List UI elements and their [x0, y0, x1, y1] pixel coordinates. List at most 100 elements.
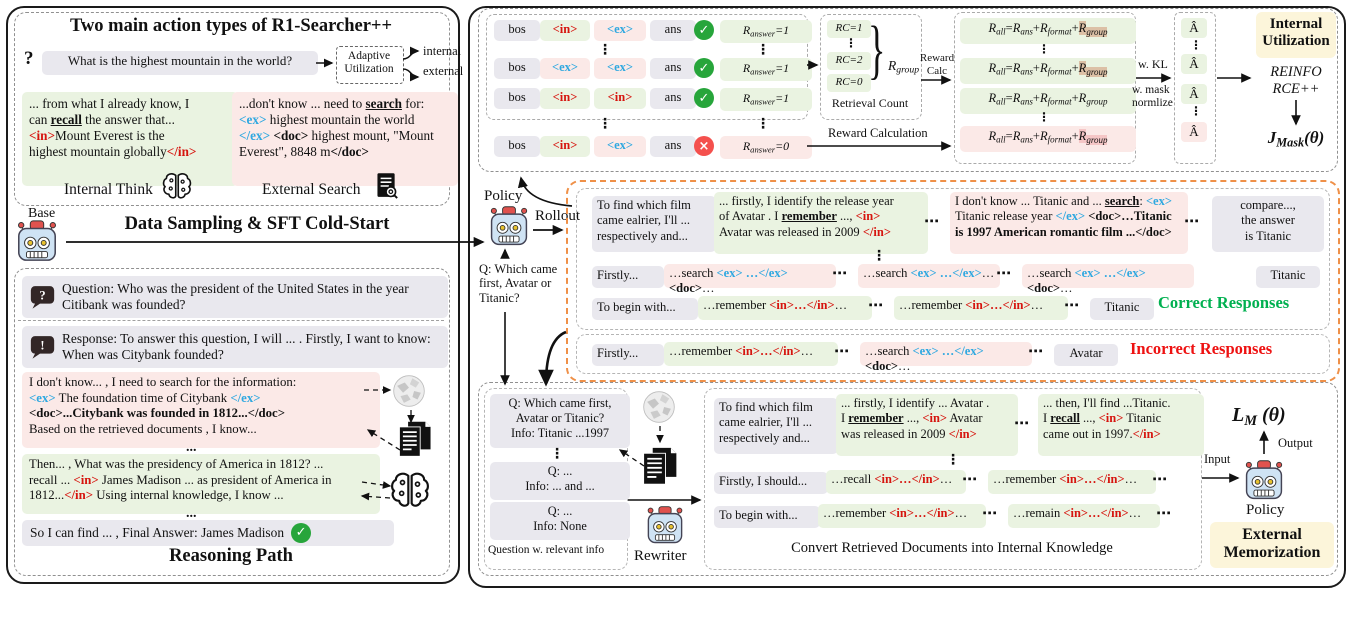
rc-chip: RC=0	[827, 74, 871, 92]
response-chip: …search <ex> …</ex>…	[858, 264, 1000, 288]
svg-text:?: ?	[39, 289, 45, 303]
vdots: ⋮	[1190, 38, 1202, 52]
check-icon: ✓	[291, 523, 312, 543]
hdots: ⋯	[982, 504, 997, 522]
document-search-icon	[374, 172, 400, 200]
kl-label: w. KL	[1138, 57, 1168, 71]
external-search-label: External Search	[262, 181, 361, 198]
reward-equation: Rall=Rans+Rformat+Rgroup	[960, 58, 1136, 84]
hdots: ⋯	[1028, 342, 1043, 360]
vdots: ⋮	[946, 452, 960, 468]
reward-equation: Rall=Rans+Rformat+Rgroup	[960, 126, 1136, 152]
reward-answer-chip: Ranswer=1	[720, 58, 812, 81]
route-internal-label: internal	[423, 44, 462, 58]
final-answer-text: So I can find ... , Final Answer: James …	[30, 524, 285, 540]
reasoning-dots-1: ...	[186, 440, 197, 455]
hdots: ⋯	[1184, 212, 1199, 230]
vdots: ⋮	[598, 42, 612, 58]
reward-equation: Rall=Rans+Rformat+Rgroup	[960, 88, 1136, 114]
check-icon: ✓	[694, 20, 714, 40]
response-chip: …search <ex> …</ex><doc>…	[860, 342, 1032, 373]
reward-calculation-label: Reward Calculation	[828, 126, 928, 140]
token-ex: <ex>	[594, 20, 646, 41]
action-question-chip: What is the highest mountain in the worl…	[42, 51, 318, 75]
response-chip: compare..., the answer is Titanic	[1212, 196, 1324, 252]
check-icon: ✓	[694, 58, 714, 78]
documents-icon	[640, 446, 680, 486]
reasoning-divider	[18, 320, 444, 321]
reasoning-recall-box: Then... , What was the presidency of Ame…	[22, 454, 380, 514]
memorization-loss-label: LM (θ)	[1232, 404, 1286, 430]
rollout-label: Rollout	[535, 208, 581, 224]
reward-equation: Rall=Rans+Rformat+Rgroup	[960, 18, 1136, 44]
advantage-chip: Â	[1181, 18, 1207, 38]
policy-label: Policy	[484, 188, 523, 204]
reasoning-dots-2: ...	[186, 506, 197, 521]
incorrect-responses-box	[576, 334, 1330, 374]
check-icon: ✓	[694, 88, 714, 108]
question-info-chip: Q: ... Info: None	[490, 502, 630, 540]
response-chip: Titanic	[1090, 298, 1154, 320]
r-group-label: Rgroup	[888, 58, 920, 76]
response-chip: …search <ex> …</ex><doc>…	[664, 264, 836, 295]
question-stack-caption: Question w. relevant info	[488, 544, 605, 556]
adaptive-utilization-box	[336, 46, 404, 84]
hdots: ⋯	[996, 264, 1011, 282]
token-ans: ans	[650, 58, 696, 79]
token-ans: ans	[650, 136, 696, 157]
convert-chip: ... firstly, I identify ... Avatar . I r…	[836, 394, 1018, 456]
hdots: ⋯	[834, 342, 849, 360]
external-memorization-label: External Memorization	[1223, 526, 1321, 562]
token-ans: ans	[650, 20, 696, 41]
response-chip: I don't know ... Titanic and ... search:…	[950, 192, 1188, 254]
memorization-region-box	[478, 382, 1338, 576]
vdots: ⋮	[550, 446, 564, 462]
internal-think-box: ... from what I already know, I can reca…	[22, 92, 238, 186]
reasoning-question-chip: ? Question: Who was the president of the…	[22, 276, 448, 318]
wikipedia-globe-icon	[642, 390, 676, 424]
rc-chip: RC=2	[827, 52, 871, 70]
question-mark-glyph: ?	[24, 48, 34, 69]
correct-responses-label: Correct Responses	[1158, 293, 1290, 312]
response-chip: …search <ex> …</ex><doc>…	[1022, 264, 1194, 295]
response-chip: Firstly...	[592, 266, 664, 288]
advantage-box	[1174, 12, 1216, 164]
token-in: <in>	[540, 20, 590, 41]
responses-region-box	[566, 180, 1340, 382]
vdots: ⋮	[1038, 110, 1050, 124]
rl-region-box	[478, 8, 1338, 172]
vdots: ⋮	[872, 248, 886, 264]
token-in: <in>	[540, 136, 590, 157]
exclamation-bubble-icon: !	[30, 319, 55, 376]
mask-objective-label: JMask(θ)	[1267, 128, 1325, 150]
reasoning-question-text: Question: Who was the president of the U…	[62, 280, 409, 312]
route-external-label: external	[423, 64, 464, 78]
brain-icon	[162, 171, 192, 201]
vdots: ⋮	[756, 116, 770, 132]
token-bos: bos	[494, 58, 540, 79]
cold-start-title: Data Sampling & SFT Cold-Start	[124, 214, 390, 234]
reward-calc-label: Reward Calc	[919, 52, 955, 77]
reward-answer-chip: Ranswer=1	[720, 88, 812, 111]
vdots: ⋮	[756, 42, 770, 58]
hdots: ⋯	[868, 296, 883, 314]
reasoning-final-chip: So I can find ... , Final Answer: James …	[22, 520, 394, 546]
token-in: <in>	[540, 88, 590, 109]
hdots: ⋯	[832, 264, 847, 282]
reasoning-path-title: Reasoning Path	[169, 546, 293, 566]
vdots: ⋮	[845, 36, 857, 50]
base-label: Base	[28, 206, 56, 221]
retrieval-count-box	[820, 14, 922, 120]
token-in: <in>	[594, 88, 646, 109]
token-bos: bos	[494, 88, 540, 109]
convert-chip: …recall <in>…</in>…	[826, 470, 966, 494]
input-label: Input	[1204, 452, 1231, 466]
hdots: ⋯	[1064, 296, 1079, 314]
reasoning-response-text: Response: To answer this question, I wil…	[62, 330, 431, 362]
token-ex: <ex>	[594, 58, 646, 79]
retrieval-count-caption: Retrieval Count	[831, 96, 909, 110]
reasoning-response-chip: ! Response: To answer this question, I w…	[22, 326, 448, 368]
adaptive-utilization-label: Adaptive Utilization	[344, 50, 394, 76]
token-ex: <ex>	[594, 136, 646, 157]
